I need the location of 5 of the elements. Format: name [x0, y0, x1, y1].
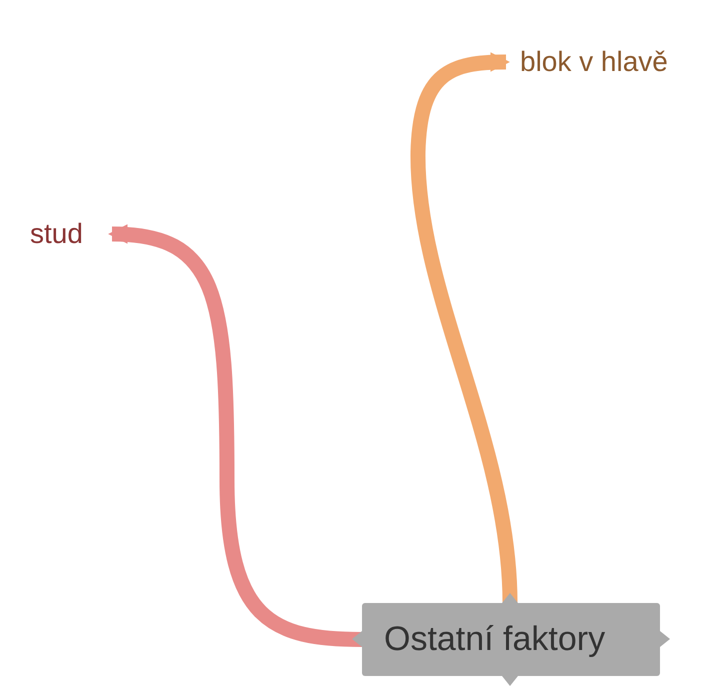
branch-label: stud [24, 212, 112, 256]
branch-label: blok v hlavě [506, 40, 702, 84]
topic-box: Ostatní faktory [362, 603, 660, 676]
branch-connector [108, 225, 362, 647]
branch-connector [410, 52, 518, 604]
